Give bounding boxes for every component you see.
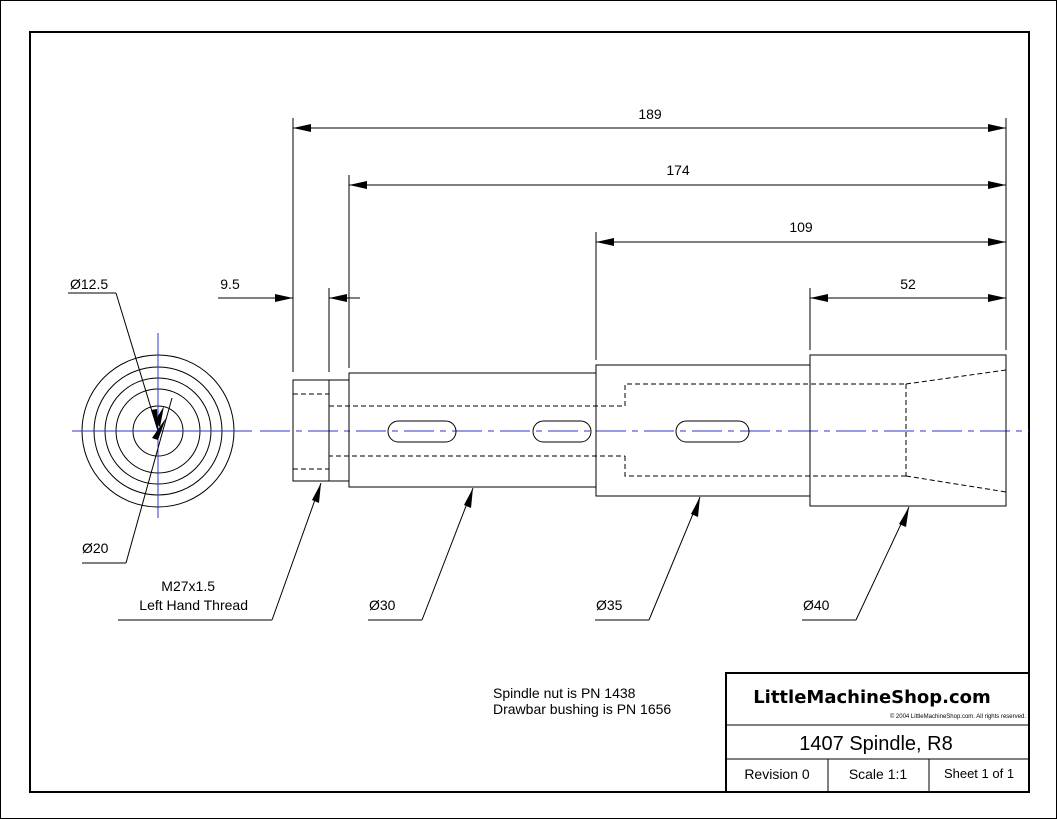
callout-thread-spec: M27x1.5 bbox=[161, 578, 215, 594]
drawing-frame bbox=[29, 31, 1030, 793]
arrow-thread bbox=[312, 483, 321, 503]
arrow-109-right bbox=[988, 238, 1006, 246]
hidden-taper-top bbox=[905, 369, 1007, 385]
arrow-bore-b bbox=[155, 406, 164, 427]
callout-diameter-40: Ø40 bbox=[803, 597, 830, 613]
leader-small-bore bbox=[115, 292, 159, 432]
hidden-taper-bottom bbox=[905, 475, 1007, 493]
arrow-30 bbox=[464, 488, 473, 508]
key-slot-1 bbox=[387, 420, 457, 443]
key-slot-3 bbox=[675, 420, 750, 443]
leader-35 bbox=[648, 496, 701, 621]
scale: Scale 1:1 bbox=[849, 766, 908, 782]
callout-thread-hand: Left Hand Thread bbox=[139, 597, 248, 613]
arrow-52-right bbox=[988, 294, 1006, 302]
dim-bore: Ø20 bbox=[82, 540, 109, 556]
body-section-40 bbox=[809, 354, 1007, 507]
drawing-title: 1407 Spindle, R8 bbox=[799, 733, 952, 755]
callout-diameter-35: Ø35 bbox=[596, 597, 623, 613]
hidden-bore-bottom-b bbox=[624, 456, 906, 477]
arrow-9-5-left bbox=[275, 294, 293, 302]
callout-diameter-30: Ø30 bbox=[369, 597, 396, 613]
arrow-40 bbox=[899, 507, 909, 527]
dim-9-5: 9.5 bbox=[220, 276, 240, 292]
arrow-bore-a bbox=[152, 418, 166, 440]
note-spindle-nut: Spindle nut is PN 1438 bbox=[493, 685, 636, 701]
revision: Revision 0 bbox=[744, 766, 810, 782]
leader-30 bbox=[421, 487, 474, 621]
body-section-30 bbox=[348, 372, 597, 488]
end-view bbox=[68, 292, 252, 564]
arrow-52-left bbox=[810, 294, 828, 302]
hidden-bore-bottom-a bbox=[293, 455, 625, 470]
hidden-bore-top-b bbox=[624, 383, 906, 406]
dim-174: 174 bbox=[666, 162, 690, 178]
arrow-small-bore bbox=[151, 409, 158, 431]
arrow-189-right bbox=[988, 124, 1006, 132]
arrow-35 bbox=[691, 497, 700, 517]
title-block-frame bbox=[725, 672, 1030, 793]
sheet-number: Sheet 1 of 1 bbox=[944, 766, 1014, 781]
hidden-bore-top-a bbox=[293, 393, 625, 407]
leader-40 bbox=[855, 506, 910, 621]
company-name: LittleMachineShop.com bbox=[753, 687, 991, 708]
callouts: M27x1.5 Left Hand Thread Ø30 Ø35 Ø40 bbox=[118, 482, 910, 621]
arrow-9-5-right bbox=[329, 294, 347, 302]
title-block: LittleMachineShop.com © 2004 LittleMachi… bbox=[725, 672, 1030, 793]
key-slot-2 bbox=[532, 420, 592, 443]
arrow-189-left bbox=[293, 124, 311, 132]
arrow-174-left bbox=[349, 181, 367, 189]
dimensions: 189 174 109 52 9.5 Ø12.5 Ø20 bbox=[70, 106, 1007, 556]
copyright: © 2004 LittleMachineShop.com. All rights… bbox=[890, 713, 1026, 720]
note-drawbar-bushing: Drawbar bushing is PN 1656 bbox=[493, 701, 671, 717]
leader-thread bbox=[271, 482, 322, 621]
dim-52: 52 bbox=[900, 276, 916, 292]
leader-bore bbox=[125, 397, 173, 564]
arrow-174-right bbox=[988, 181, 1006, 189]
dim-189: 189 bbox=[638, 106, 662, 122]
side-view bbox=[260, 354, 1029, 507]
arrow-109-left bbox=[596, 238, 614, 246]
dim-small-bore: Ø12.5 bbox=[70, 276, 108, 292]
dim-109: 109 bbox=[789, 219, 813, 235]
